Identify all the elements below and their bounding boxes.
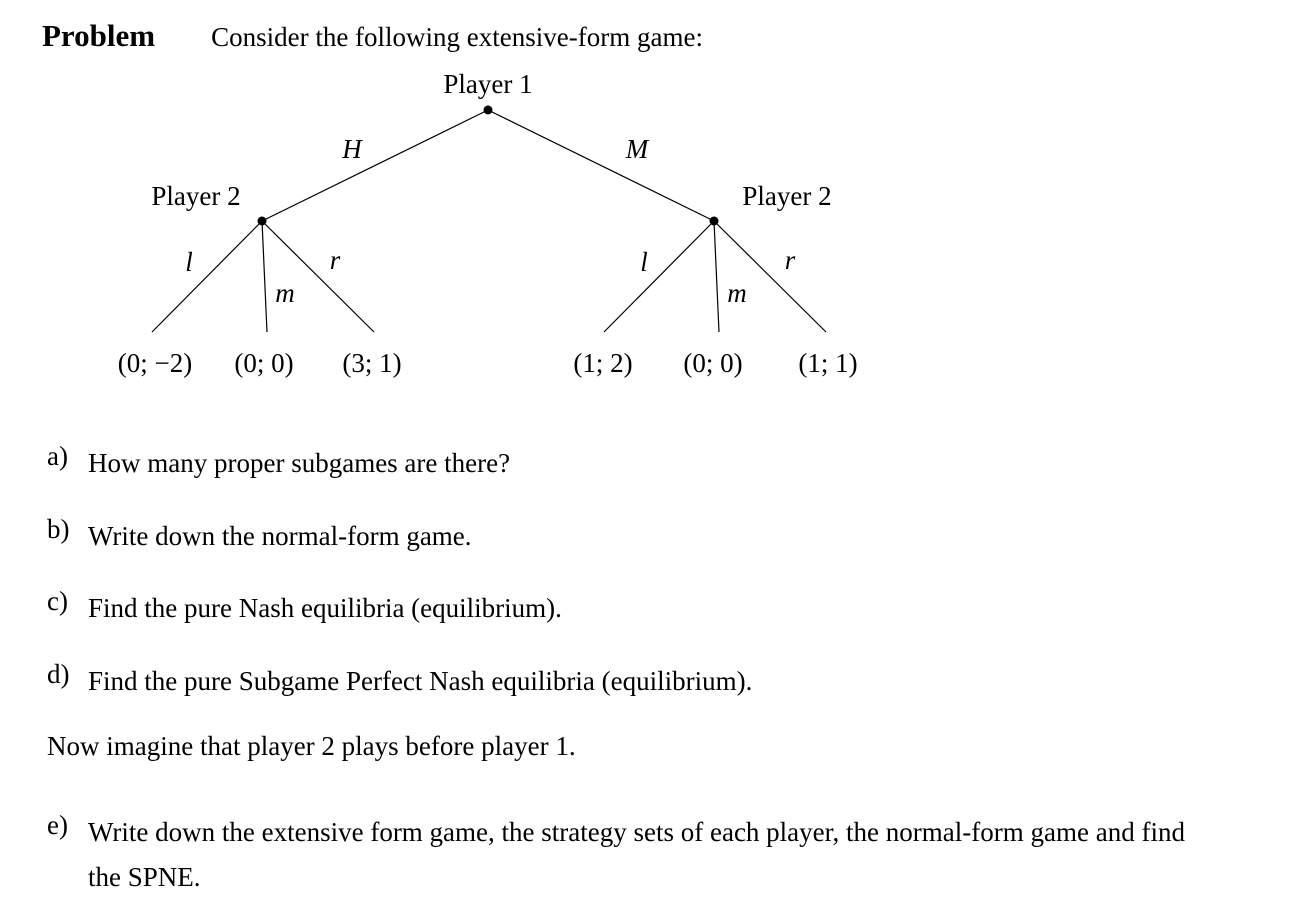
- edge-label-left-m: m: [275, 278, 295, 308]
- edge-right-r-line: [713, 220, 827, 333]
- edge-M-line: [487, 109, 715, 222]
- payoff-left-l: (0; −2): [118, 348, 192, 378]
- edge-right-m-line: [713, 220, 720, 333]
- edge-left-l-line: [151, 220, 263, 333]
- root-node-label: Player 1: [443, 69, 532, 99]
- question-a-text: How many proper subgames are there?: [88, 448, 511, 478]
- question-d-label: d): [47, 659, 70, 689]
- edge-label-right-l: l: [640, 247, 648, 277]
- payoff-left-r: (3; 1): [342, 348, 401, 378]
- question-a: a) How many proper subgames are there?: [47, 441, 510, 486]
- question-d: d) Find the pure Subgame Perfect Nash eq…: [47, 659, 752, 704]
- edge-label-right-m: m: [727, 278, 747, 308]
- edge-left-r-line: [261, 220, 375, 333]
- payoff-right-l: (1; 2): [573, 348, 632, 378]
- edge-H-line: [261, 109, 489, 222]
- edge-label-H: H: [341, 134, 363, 164]
- problem-title: Problem: [42, 18, 156, 53]
- question-b-text: Write down the normal-form game.: [88, 521, 472, 551]
- question-b-label: b): [47, 514, 70, 544]
- note-paragraph: Now imagine that player 2 plays before p…: [47, 731, 576, 761]
- node-root-dot: [483, 105, 493, 115]
- edge-right-l-line: [603, 220, 715, 333]
- node-right-dot: [709, 216, 719, 226]
- question-b: b) Write down the normal-form game.: [47, 514, 472, 559]
- question-c-text: Find the pure Nash equilibria (equilibri…: [88, 593, 562, 623]
- question-a-label: a): [47, 441, 68, 471]
- header: Problem Consider the following extensive…: [42, 18, 703, 54]
- problem-intro: Consider the following extensive-form ga…: [211, 22, 703, 52]
- node-left-dot: [257, 216, 267, 226]
- right-node-label: Player 2: [742, 181, 831, 211]
- question-e-text: Write down the extensive form game, the …: [88, 817, 1185, 892]
- payoff-right-r: (1; 1): [798, 348, 857, 378]
- edge-label-left-r: r: [330, 245, 341, 275]
- payoff-left-m: (0; 0): [234, 348, 293, 378]
- question-c: c) Find the pure Nash equilibria (equili…: [47, 586, 562, 631]
- payoff-right-m: (0; 0): [683, 348, 742, 378]
- edge-label-left-l: l: [185, 247, 193, 277]
- game-tree: Player 1 Player 2 Player 2 H M l m r l m…: [118, 69, 858, 378]
- left-node-label: Player 2: [151, 181, 240, 211]
- question-e-label: e): [47, 810, 68, 840]
- edge-label-right-r: r: [785, 245, 796, 275]
- question-c-label: c): [47, 586, 68, 616]
- edge-label-M: M: [625, 134, 650, 164]
- edge-left-m-line: [261, 220, 268, 333]
- question-e: e) Write down the extensive form game, t…: [47, 810, 1208, 900]
- question-d-text: Find the pure Subgame Perfect Nash equil…: [88, 666, 753, 696]
